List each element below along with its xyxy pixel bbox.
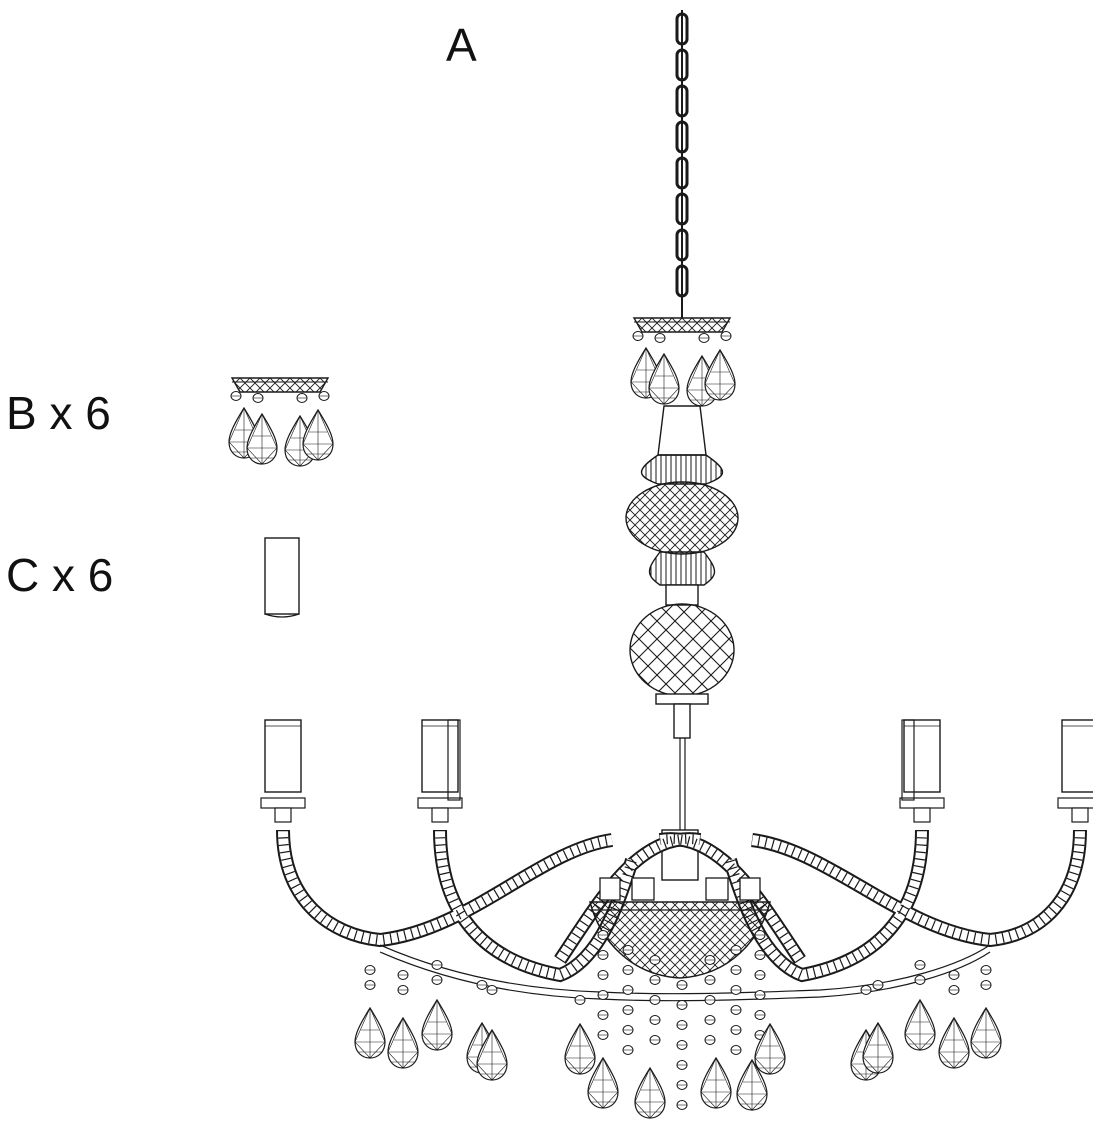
stem-column (625, 405, 739, 881)
chain (675, 10, 689, 318)
part-label-a: A (446, 19, 477, 71)
part-c-candle-sleeve (264, 537, 300, 618)
part-label-c: C x 6 (6, 549, 114, 601)
part-b-bobeche (229, 378, 333, 466)
central-bowl (589, 901, 771, 979)
sockets (599, 877, 761, 901)
part-label-b: B x 6 (6, 387, 111, 439)
top-canopy (631, 318, 735, 406)
candle-cups (260, 719, 1093, 823)
